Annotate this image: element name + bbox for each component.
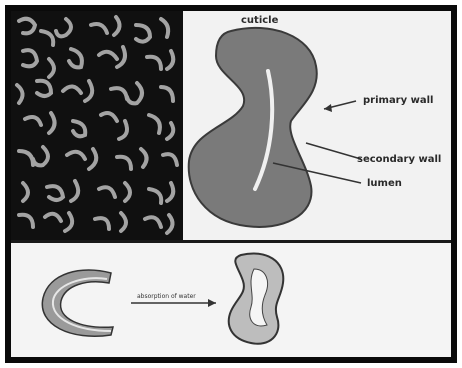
lumen-label: lumen bbox=[367, 178, 402, 189]
secondary-wall-label: secondary wall bbox=[357, 154, 441, 165]
top-panel: cuticle primary wall secondary wall lume… bbox=[11, 11, 451, 241]
absorption-label: absorption of water bbox=[137, 293, 196, 300]
fiber-diagram bbox=[11, 11, 451, 240]
fiber-cross-section bbox=[189, 28, 317, 227]
primary-wall-label: primary wall bbox=[363, 95, 433, 106]
bottom-panel: absorption of water bbox=[11, 243, 451, 357]
cuticle-label: cuticle bbox=[241, 15, 278, 26]
swelling-diagram bbox=[11, 243, 451, 357]
figure-frame: cuticle primary wall secondary wall lume… bbox=[5, 5, 457, 363]
